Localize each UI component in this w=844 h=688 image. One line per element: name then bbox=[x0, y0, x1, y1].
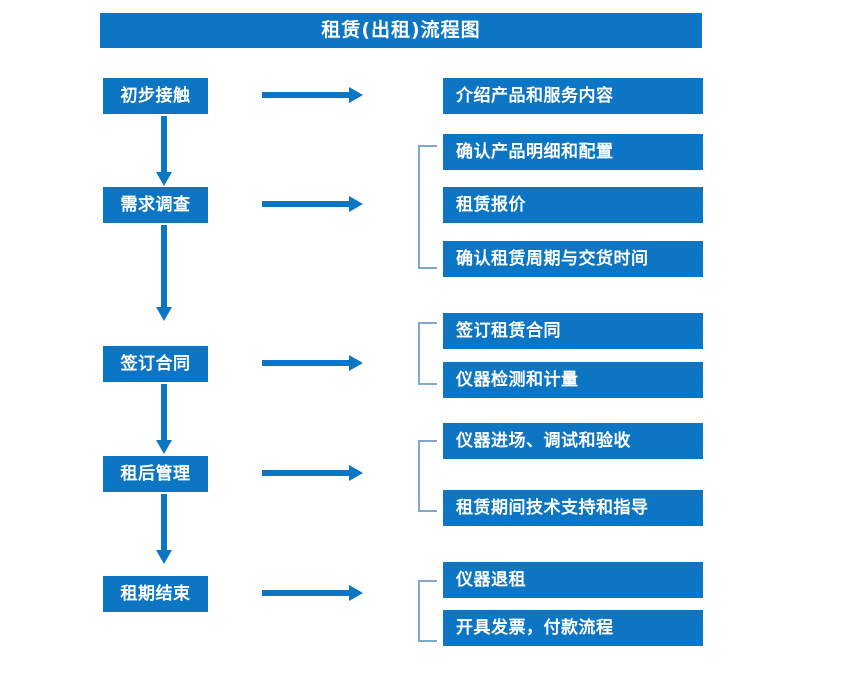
detail-box-introduce-products[interactable]: 介绍产品和服务内容 bbox=[443, 78, 703, 114]
arrow-shaft bbox=[262, 470, 350, 476]
detail-box-instrument-inspection[interactable]: 仪器检测和计量 bbox=[443, 362, 703, 398]
arrow-shaft bbox=[161, 384, 167, 440]
arrow-down-4-to-5 bbox=[156, 494, 172, 564]
arrow-head bbox=[349, 87, 363, 103]
arrow-shaft bbox=[262, 590, 350, 596]
arrow-head bbox=[349, 355, 363, 371]
arrow-head bbox=[349, 585, 363, 601]
arrow-head bbox=[349, 196, 363, 212]
arrow-head bbox=[156, 440, 172, 454]
stage-box-rental-end[interactable]: 租期结束 bbox=[103, 576, 208, 612]
arrow-right-stage-1 bbox=[262, 87, 363, 103]
stage-box-initial-contact[interactable]: 初步接触 bbox=[103, 78, 208, 114]
arrow-shaft bbox=[262, 92, 350, 98]
arrow-shaft bbox=[161, 225, 167, 307]
arrow-down-2-to-3 bbox=[156, 225, 172, 321]
stage-box-requirement-survey[interactable]: 需求调查 bbox=[103, 187, 208, 223]
arrow-shaft bbox=[161, 116, 167, 172]
arrow-head bbox=[156, 172, 172, 186]
detail-box-confirm-rental-period[interactable]: 确认租赁周期与交货时间 bbox=[443, 241, 703, 277]
group-bracket-requirement-survey bbox=[418, 145, 437, 269]
arrow-right-stage-5 bbox=[262, 585, 363, 601]
detail-box-technical-support[interactable]: 租赁期间技术支持和指导 bbox=[443, 490, 703, 526]
detail-box-instrument-return[interactable]: 仪器退租 bbox=[443, 562, 703, 598]
group-bracket-rental-end bbox=[418, 580, 437, 642]
arrow-right-stage-2 bbox=[262, 196, 363, 212]
detail-box-confirm-product-spec[interactable]: 确认产品明细和配置 bbox=[443, 134, 703, 170]
diagram-title: 租赁(出租)流程图 bbox=[100, 13, 702, 48]
arrow-down-1-to-2 bbox=[156, 116, 172, 186]
arrow-shaft bbox=[161, 494, 167, 550]
detail-box-sign-rental-agreement[interactable]: 签订租赁合同 bbox=[443, 313, 703, 349]
arrow-head bbox=[156, 307, 172, 321]
arrow-down-3-to-4 bbox=[156, 384, 172, 454]
detail-box-rental-quotation[interactable]: 租赁报价 bbox=[443, 187, 703, 223]
group-bracket-sign-contract bbox=[418, 322, 437, 385]
detail-box-invoice-payment[interactable]: 开具发票，付款流程 bbox=[443, 610, 703, 646]
arrow-right-stage-4 bbox=[262, 465, 363, 481]
stage-box-post-rental-management[interactable]: 租后管理 bbox=[103, 456, 208, 492]
arrow-head bbox=[156, 550, 172, 564]
arrow-right-stage-3 bbox=[262, 355, 363, 371]
group-bracket-post-rental-management bbox=[418, 440, 437, 512]
stage-box-sign-contract[interactable]: 签订合同 bbox=[103, 346, 208, 382]
detail-box-instrument-entry-commission[interactable]: 仪器进场、调试和验收 bbox=[443, 423, 703, 459]
arrow-shaft bbox=[262, 360, 350, 366]
arrow-head bbox=[349, 465, 363, 481]
arrow-shaft bbox=[262, 201, 350, 207]
